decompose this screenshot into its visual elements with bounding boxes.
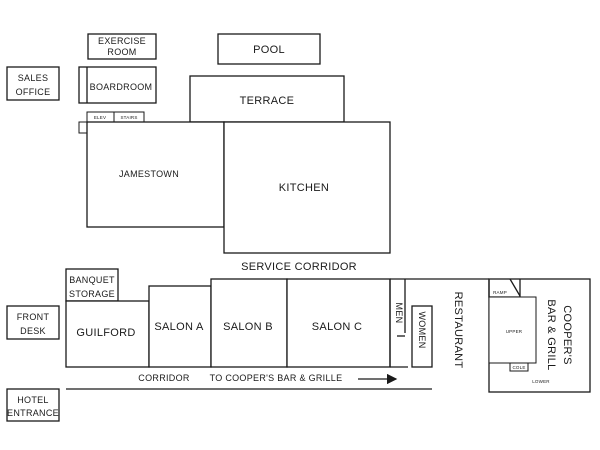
banquet-storage[interactable]: BANQUET STORAGE bbox=[65, 268, 119, 302]
womens-restroom[interactable]: WOMEN bbox=[411, 305, 433, 368]
salon-c-label: SALON C bbox=[312, 321, 362, 333]
terrace[interactable]: TERRACE bbox=[189, 75, 345, 123]
coopers-bar-and-grill[interactable]: RAMP UPPER COLE LOWER COOPER'S BAR & GRI… bbox=[488, 278, 591, 393]
hotel-entrance[interactable]: HOTEL ENTRANCE bbox=[6, 388, 60, 422]
salon-a-label: SALON A bbox=[154, 321, 204, 333]
banquet-storage-label-line1: BANQUET bbox=[69, 275, 115, 285]
pool-label: POOL bbox=[253, 44, 285, 56]
to-coopers-label: TO COOPER'S BAR & GRILLE bbox=[210, 373, 343, 383]
stairs-label: STAIRS bbox=[120, 115, 137, 120]
hotel-entrance-label-line1: HOTEL bbox=[17, 395, 49, 405]
salon-b[interactable]: SALON B bbox=[210, 278, 288, 368]
ramp-label: RAMP bbox=[493, 290, 507, 295]
coopers-label-line2: BAR & GRILL bbox=[545, 299, 557, 370]
exercise-room-label-line2: ROOM bbox=[107, 47, 136, 57]
corridor-label: CORRIDOR bbox=[138, 373, 190, 383]
boardroom-label: BOARDROOM bbox=[90, 82, 153, 92]
womens-restroom-label: WOMEN bbox=[417, 312, 427, 349]
banquet-storage-label-line2: STORAGE bbox=[69, 289, 115, 299]
exercise-room[interactable]: EXERCISE ROOM bbox=[87, 33, 157, 60]
jamestown[interactable]: JAMESTOWN bbox=[86, 121, 225, 228]
exercise-room-label-line1: EXERCISE bbox=[98, 36, 146, 46]
upper-level-label: UPPER bbox=[506, 329, 523, 334]
sales-office[interactable]: SALES OFFICE bbox=[6, 66, 60, 101]
coopers-label-line1: COOPER'S bbox=[561, 305, 573, 365]
elevator[interactable]: ELEV bbox=[86, 111, 115, 123]
front-desk[interactable]: FRONT DESK bbox=[6, 305, 60, 340]
salon-c[interactable]: SALON C bbox=[286, 278, 391, 368]
guilford[interactable]: GUILFORD bbox=[65, 300, 150, 368]
boardroom[interactable]: BOARDROOM bbox=[78, 66, 157, 104]
restaurant-label: RESTAURANT bbox=[452, 292, 464, 369]
terrace-label: TERRACE bbox=[240, 95, 295, 107]
front-desk-label-line2: DESK bbox=[20, 326, 46, 336]
lower-level-label: LOWER bbox=[532, 379, 550, 384]
guilford-label: GUILFORD bbox=[76, 327, 135, 339]
restaurant[interactable]: RESTAURANT bbox=[452, 292, 464, 369]
stairs[interactable]: STAIRS bbox=[113, 111, 145, 123]
sales-office-label-line1: SALES bbox=[18, 73, 49, 83]
front-desk-label-line1: FRONT bbox=[17, 312, 50, 322]
jamestown-label: JAMESTOWN bbox=[119, 169, 179, 179]
service-corridor-label: SERVICE CORRIDOR bbox=[241, 261, 357, 273]
restroom-block-outline bbox=[389, 278, 489, 368]
elevator-label: ELEV bbox=[94, 115, 106, 120]
salon-b-label: SALON B bbox=[223, 321, 273, 333]
salon-a[interactable]: SALON A bbox=[148, 285, 212, 368]
kitchen-label: KITCHEN bbox=[279, 182, 329, 194]
mens-restroom-label: MEN bbox=[394, 303, 404, 324]
mens-restroom[interactable]: MEN bbox=[394, 279, 406, 337]
kitchen[interactable]: KITCHEN bbox=[223, 121, 391, 254]
hotel-entrance-label-line2: ENTRANCE bbox=[7, 408, 59, 418]
small-vestibule bbox=[78, 121, 88, 134]
sales-office-label-line2: OFFICE bbox=[16, 87, 51, 97]
pool[interactable]: POOL bbox=[217, 33, 321, 65]
cole-label: COLE bbox=[512, 365, 525, 370]
